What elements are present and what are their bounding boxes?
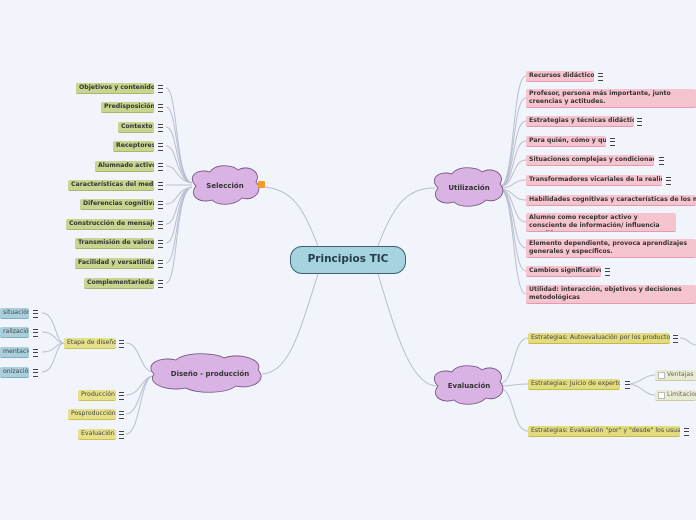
connectors — [41, 75, 696, 435]
cloud-utilizacion[interactable] — [433, 167, 504, 207]
note-icon[interactable] — [625, 381, 630, 389]
note-icon[interactable] — [33, 329, 38, 337]
diseno-title: Diseño - producción — [170, 370, 250, 378]
note-icon[interactable] — [33, 310, 38, 318]
seleccion-item[interactable]: Predisposición — [101, 102, 154, 113]
diseno-item[interactable]: Producción — [78, 390, 116, 401]
rss-icon[interactable] — [258, 181, 265, 188]
utilizacion-item[interactable]: Estrategias y técnicas didácticas — [526, 116, 634, 127]
evaluacion-item[interactable]: Estrategias: Autoevaluación por los prod… — [528, 333, 670, 344]
seleccion-item[interactable]: Características del medio — [68, 180, 154, 191]
evaluacion-title: Evaluación — [447, 382, 491, 390]
utilizacion-item[interactable]: Para quién, cómo y qué — [526, 136, 606, 147]
note-icon[interactable] — [119, 392, 124, 400]
seleccion-item[interactable]: Construcción de mensajes — [66, 219, 154, 230]
utilizacion-item[interactable]: Habilidades cognitivas y características… — [526, 195, 696, 206]
note-icon[interactable] — [33, 369, 38, 377]
utilizacion-title: Utilización — [448, 184, 490, 192]
note-icon[interactable] — [158, 221, 163, 229]
seleccion-item[interactable]: Transmisión de valores — [75, 238, 154, 249]
seleccion-item[interactable]: Receptores — [113, 141, 154, 152]
etapa-diseno[interactable]: Etapa de diseño — [64, 338, 116, 349]
central-topic[interactable]: Principios TIC — [290, 246, 406, 274]
note-icon[interactable] — [684, 428, 689, 436]
etapa-child[interactable]: mentación — [0, 347, 29, 358]
seleccion-item[interactable]: Alumnado activo — [95, 161, 154, 172]
note-icon[interactable] — [158, 260, 163, 268]
note-icon[interactable] — [605, 268, 610, 276]
cloud-evaluacion[interactable] — [433, 365, 504, 405]
seleccion-item[interactable]: Complementariedad — [84, 278, 154, 289]
seleccion-title: Selección — [206, 182, 244, 190]
note-icon[interactable] — [610, 138, 615, 146]
seleccion-item[interactable]: Facilidad y versatilidad — [75, 258, 154, 269]
seleccion-item[interactable]: Contexto — [118, 122, 154, 133]
utilizacion-item[interactable]: Alumno como receptor activo y consciente… — [526, 213, 676, 232]
utilizacion-item[interactable]: Situaciones complejas y condicionadas. — [526, 155, 654, 166]
cloud-diseno[interactable] — [150, 353, 262, 393]
utilizacion-item[interactable]: Transformadores vicariales de la realida… — [526, 175, 662, 186]
note-icon[interactable] — [673, 335, 678, 343]
note-icon[interactable] — [158, 201, 163, 209]
diseno-item[interactable]: Evaluación — [78, 429, 116, 440]
utilizacion-item[interactable]: Elemento dependiente, provoca aprendizaj… — [526, 239, 696, 258]
note-icon[interactable] — [158, 182, 163, 190]
note-icon[interactable] — [119, 411, 124, 419]
juicio-child[interactable]: Ventajas — [655, 370, 696, 381]
utilizacion-item[interactable]: Utilidad: interacción, objetivos y decis… — [526, 285, 696, 304]
note-icon[interactable] — [158, 85, 163, 93]
note-icon[interactable] — [158, 143, 163, 151]
note-icon[interactable] — [158, 124, 163, 132]
note-icon[interactable] — [598, 73, 603, 81]
utilizacion-item[interactable]: Cambios significativos — [526, 266, 601, 277]
seleccion-item[interactable]: Objetivos y contenidos — [76, 83, 154, 94]
diseno-item[interactable]: Posproducción — [68, 409, 116, 420]
seleccion-item[interactable]: Diferencias cognitivas — [80, 199, 154, 210]
note-icon[interactable] — [666, 177, 671, 185]
note-icon[interactable] — [158, 280, 163, 288]
etapa-child[interactable]: onización — [0, 367, 29, 378]
juicio-child[interactable]: Limitacion — [655, 390, 696, 401]
note-icon[interactable] — [119, 340, 124, 348]
cloud-seleccion[interactable] — [191, 165, 260, 205]
note-icon[interactable] — [637, 118, 642, 126]
utilizacion-item[interactable]: Profesor, persona más importante, junto … — [526, 89, 696, 108]
note-icon[interactable] — [33, 349, 38, 357]
utilizacion-item[interactable]: Recursos didácticos — [526, 71, 594, 82]
note-icon[interactable] — [119, 431, 124, 439]
evaluacion-item[interactable]: Estrategias: Evaluación "por" y "desde" … — [528, 426, 680, 437]
note-icon[interactable] — [158, 240, 163, 248]
note-icon[interactable] — [158, 104, 163, 112]
evaluacion-item[interactable]: Estrategias: Juicio de expertos — [528, 379, 620, 390]
note-icon[interactable] — [659, 157, 664, 165]
note-icon[interactable] — [158, 163, 163, 171]
etapa-child[interactable]: situación — [0, 308, 29, 319]
etapa-child[interactable]: ralización — [0, 327, 29, 338]
